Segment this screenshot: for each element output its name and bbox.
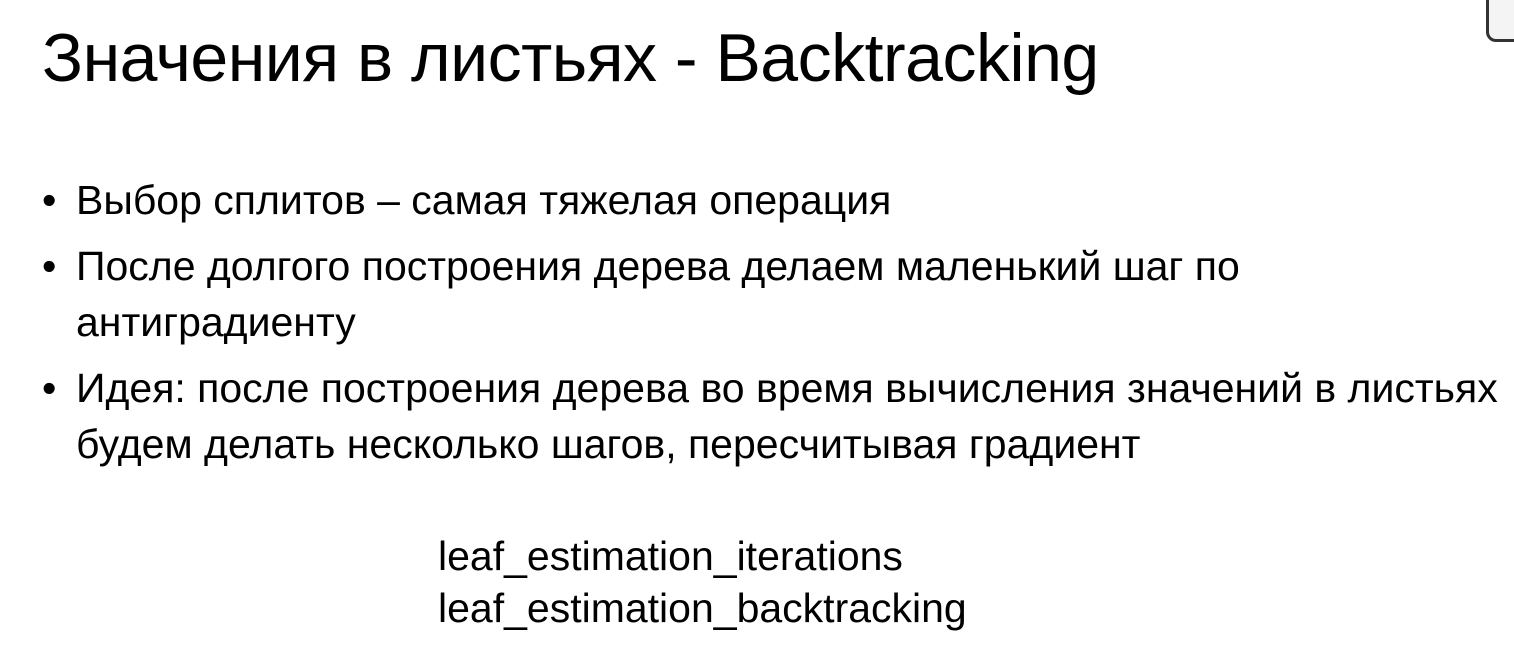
bullet-dot-icon: • bbox=[42, 177, 57, 223]
bullet-text: После долгого построения дерева делаем м… bbox=[76, 243, 1240, 345]
bullet-text: Идея: после построения дерева во время в… bbox=[76, 365, 1498, 467]
bullet-list: • Выбор сплитов – самая тяжелая операция… bbox=[42, 172, 1502, 482]
slide-title: Значения в листьях - Backtracking bbox=[42, 20, 1099, 96]
param-leaf-estimation-iterations: leaf_estimation_iterations bbox=[438, 533, 903, 579]
bullet-item-idea: • Идея: после построения дерева во время… bbox=[42, 360, 1502, 472]
window-corner-handle[interactable] bbox=[1486, 0, 1514, 42]
bullet-item-antigradient: • После долгого построения дерева делаем… bbox=[42, 238, 1502, 350]
bullet-text: Выбор сплитов – самая тяжелая операция bbox=[76, 177, 892, 223]
bullet-dot-icon: • bbox=[42, 243, 57, 289]
bullet-item-splits: • Выбор сплитов – самая тяжелая операция bbox=[42, 172, 1502, 228]
bullet-dot-icon: • bbox=[42, 365, 57, 411]
parameter-names: leaf_estimation_iterations leaf_estimati… bbox=[438, 530, 967, 634]
param-leaf-estimation-backtracking: leaf_estimation_backtracking bbox=[438, 585, 967, 631]
